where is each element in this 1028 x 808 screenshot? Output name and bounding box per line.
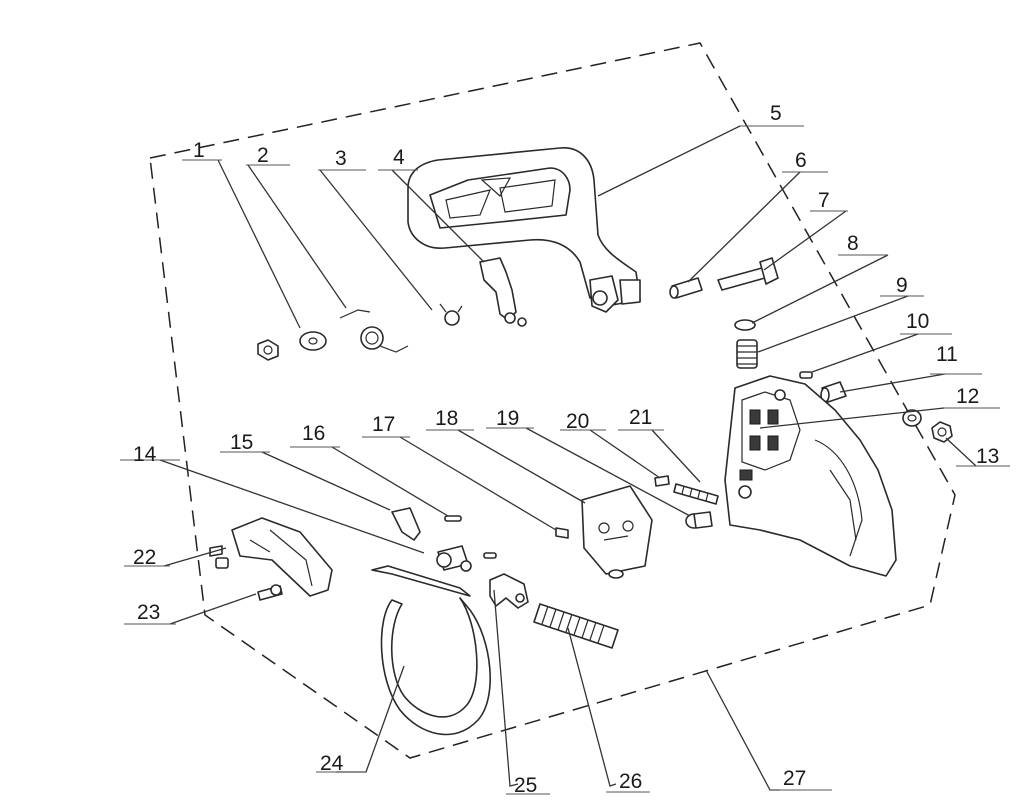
callout-25: 25 (514, 774, 537, 797)
callout-23: 23 (137, 601, 160, 624)
part-5-hand-guard (407, 147, 641, 313)
callout-18: 18 (435, 407, 458, 430)
part-2-torsion-spring (339, 309, 409, 353)
callout-9: 9 (896, 274, 908, 297)
part-19-roller (685, 511, 713, 529)
callout-4: 4 (393, 146, 405, 169)
callout-14: 14 (133, 443, 157, 466)
callout-1: 1 (193, 139, 205, 162)
part-7-bolt (717, 257, 779, 291)
callout-5: 5 (770, 102, 782, 125)
callout-19: 19 (496, 407, 519, 430)
part-24-brake-band (371, 565, 491, 736)
callout-27: 27 (783, 767, 806, 790)
part-23-screw (257, 584, 283, 601)
label-ticks (120, 125, 1010, 795)
part-8-washer (734, 319, 756, 331)
callout-21: 21 (629, 406, 652, 429)
part-4-brake-lever (479, 257, 527, 327)
side-cover-housing (724, 375, 897, 577)
part-9-spring (736, 339, 758, 369)
callout-11: 11 (936, 343, 958, 366)
part-21-spring (673, 483, 719, 505)
part-22-bracket-block (215, 517, 333, 597)
part-15-bracket (391, 507, 421, 541)
part-11-sleeve (820, 381, 847, 403)
part-3-spring-clip (439, 303, 463, 326)
callout-26: 26 (619, 770, 642, 793)
part-25-lever-plate (489, 573, 529, 609)
part-14-plunger (436, 545, 472, 572)
callout-22: 22 (133, 546, 156, 569)
part-10-small-pin (799, 371, 813, 379)
callout-15: 15 (230, 431, 253, 454)
part-26-coil-spring (533, 603, 619, 649)
callout-7: 7 (818, 189, 830, 212)
part-13-nut (931, 421, 953, 443)
callout-13: 13 (976, 445, 999, 468)
part-17-screw (555, 527, 569, 539)
assembly-boundary (149, 42, 956, 759)
callout-labels: 1 2 3 4 5 6 7 8 9 10 11 12 13 14 15 16 1… (133, 102, 999, 797)
part-1-nut-washer (257, 331, 327, 361)
part-20-screw (654, 475, 670, 487)
callout-3: 3 (335, 147, 347, 170)
part-18-cover-plate (581, 485, 653, 579)
callout-8: 8 (847, 232, 859, 255)
callout-12: 12 (956, 385, 979, 408)
part-16-pin (444, 515, 462, 522)
part-12-nut (902, 409, 922, 427)
callout-2: 2 (257, 144, 269, 167)
callout-24: 24 (320, 752, 344, 775)
part-small-pin (483, 552, 497, 559)
callout-16: 16 (302, 422, 325, 445)
callout-20: 20 (566, 410, 589, 433)
callout-17: 17 (372, 413, 395, 436)
part-6-pin (669, 277, 703, 299)
callout-6: 6 (795, 149, 807, 172)
callout-10: 10 (906, 310, 929, 333)
